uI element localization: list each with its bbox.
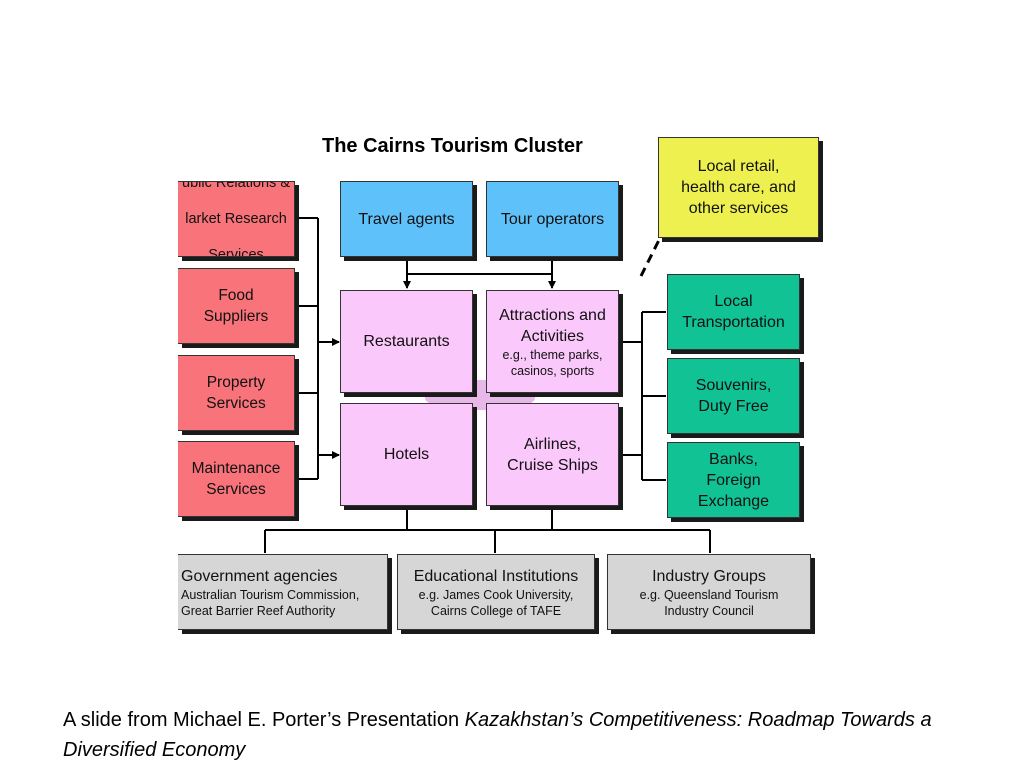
- slide-caption: A slide from Michael E. Porter’s Present…: [63, 705, 963, 765]
- pr-line-3: Services: [208, 247, 264, 257]
- attractions-label: Attractions and Activities: [499, 306, 606, 345]
- banks-label: Banks, Foreign Exchange: [697, 450, 770, 510]
- educational-institutions-sub: e.g. James Cook University, Cairns Colle…: [418, 587, 574, 618]
- caption-prefix: A slide from Michael E. Porter’s Present…: [63, 709, 465, 731]
- dashed-link-retail: [639, 237, 662, 277]
- local-retail-box: Local retail, health care, and other ser…: [658, 137, 819, 238]
- government-agencies-box: Government agencies Australian Tourism C…: [178, 554, 388, 630]
- tour-operators-label: Tour operators: [500, 210, 605, 228]
- restaurants-label: Restaurants: [363, 333, 450, 350]
- banks-box: Banks, Foreign Exchange: [667, 442, 800, 518]
- industry-groups-sub: e.g. Queensland Tourism Industry Council: [639, 587, 779, 618]
- local-transportation-box: Local Transportation: [667, 274, 800, 350]
- local-retail-label: Local retail, health care, and other ser…: [681, 158, 796, 217]
- travel-agents-label: Travel agents: [358, 210, 455, 228]
- diagram-title: The Cairns Tourism Cluster: [322, 135, 583, 157]
- property-services-box: Property Services: [178, 355, 295, 431]
- attractions-box: Attractions and Activities e.g., theme p…: [486, 290, 619, 393]
- tour-operators-box: Tour operators: [486, 181, 619, 257]
- food-suppliers-label: Food Suppliers: [203, 287, 269, 325]
- pr-line-1: ublic Relations &: [182, 181, 290, 191]
- hotels-box: Hotels: [340, 403, 473, 506]
- souvenirs-label: Souvenirs, Duty Free: [695, 377, 772, 415]
- government-agencies-sub: Australian Tourism Commission, Great Bar…: [181, 587, 360, 618]
- industry-groups-box: Industry Groups e.g. Queensland Tourism …: [607, 554, 811, 630]
- caption-title: Kazakhstan’s Competitiveness: Roadmap To…: [63, 709, 932, 761]
- maintenance-services-box: Maintenance Services: [178, 441, 295, 517]
- educational-institutions-box: Educational Institutions e.g. James Cook…: [397, 554, 595, 630]
- property-services-label: Property Services: [206, 374, 266, 412]
- educational-institutions-label: Educational Institutions: [413, 567, 579, 585]
- local-transportation-label: Local Transportation: [682, 293, 785, 331]
- hotels-label: Hotels: [383, 446, 430, 463]
- restaurants-box: Restaurants: [340, 290, 473, 393]
- airlines-label: Airlines, Cruise Ships: [507, 435, 598, 474]
- airlines-box: Airlines, Cruise Ships: [486, 403, 619, 506]
- attractions-sub: e.g., theme parks, casinos, sports: [502, 347, 603, 378]
- pr-line-2: larket Research: [185, 211, 287, 227]
- government-agencies-label: Government agencies: [181, 567, 338, 585]
- food-suppliers-box: Food Suppliers: [178, 268, 295, 344]
- travel-agents-box: Travel agents: [340, 181, 473, 257]
- industry-groups-label: Industry Groups: [652, 567, 766, 585]
- souvenirs-box: Souvenirs, Duty Free: [667, 358, 800, 434]
- maintenance-services-label: Maintenance Services: [191, 460, 281, 498]
- public-relations-box: ublic Relations & larket Research Servic…: [178, 181, 295, 257]
